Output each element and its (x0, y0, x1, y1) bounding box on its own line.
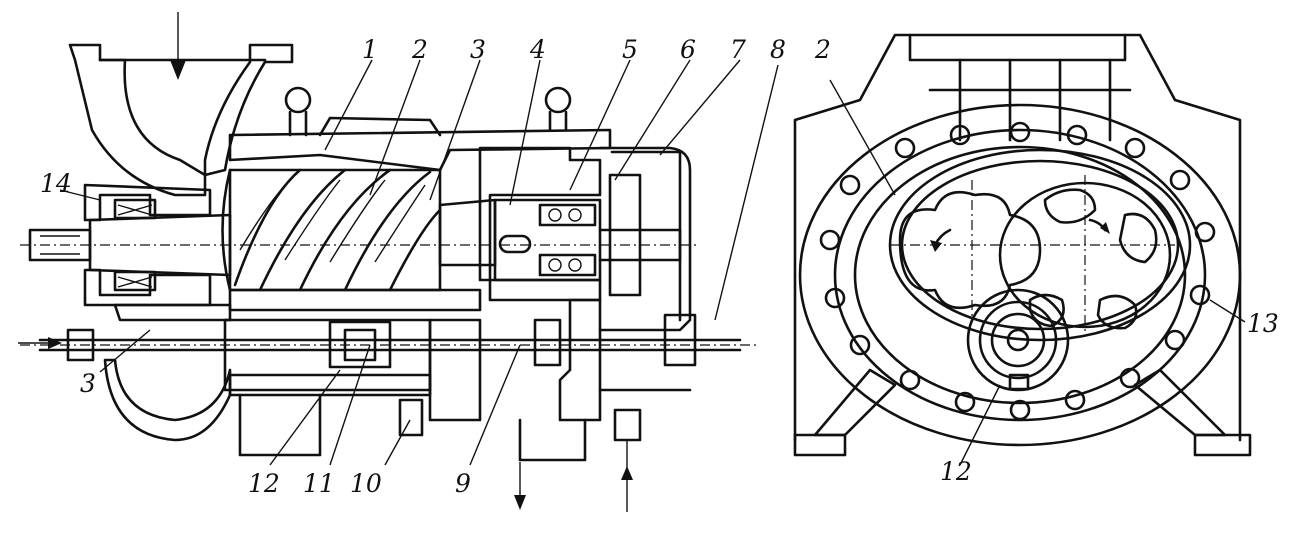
casing-bottom (20, 244, 760, 470)
bearing-housing (438, 146, 692, 332)
leader-lines (59, 59, 779, 466)
label-8: 8 (770, 35, 786, 64)
bolt-circle (819, 121, 1216, 421)
label-3: 3 (470, 35, 486, 64)
label-11: 11 (303, 469, 335, 498)
longitudinal-section (18, 12, 779, 512)
label-10: 10 (350, 469, 382, 498)
label-13: 13 (1247, 309, 1279, 338)
flow-arrows (18, 337, 633, 512)
label-12-right: 12 (940, 457, 972, 486)
part-labels: 1 2 3 4 5 6 7 8 14 3 12 11 10 9 2 13 12 (40, 35, 1279, 498)
label-5: 5 (622, 35, 638, 64)
label-14: 14 (40, 169, 72, 198)
label-2-right: 2 (814, 35, 831, 64)
cross-section (793, 33, 1252, 466)
label-3-lower: 3 (80, 369, 96, 398)
label-4: 4 (529, 35, 546, 64)
lower-gear (966, 288, 1070, 392)
label-12: 12 (248, 469, 280, 498)
label-2: 2 (411, 35, 428, 64)
casing-top (228, 86, 612, 172)
label-7: 7 (730, 35, 746, 64)
label-6: 6 (680, 35, 696, 64)
screw-rotor (221, 168, 442, 292)
intake-hopper (68, 12, 294, 197)
label-1: 1 (362, 35, 378, 64)
label-9: 9 (455, 469, 471, 498)
